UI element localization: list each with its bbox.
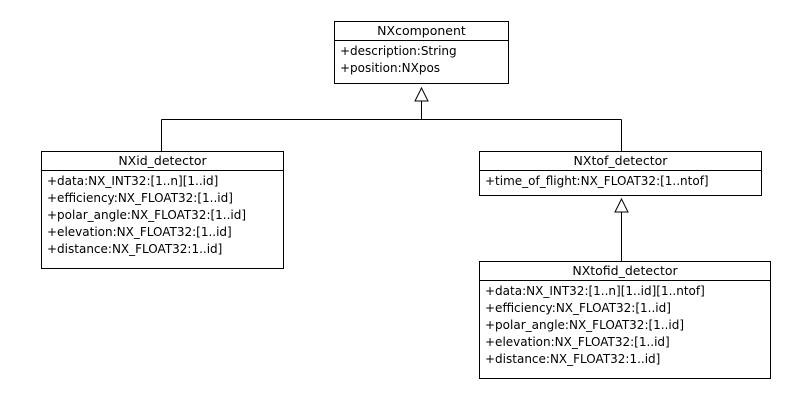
attribute: +efficiency:NX_FLOAT32:[1..id] [485,301,671,315]
attribute-list: +description:String +position:NXpos [335,41,508,77]
class-nxid-detector: NXid_detector +data:NX_INT32:[1..n][1..i… [41,151,284,269]
attribute: +position:NXpos [340,61,441,75]
attribute: +efficiency:NX_FLOAT32:[1..id] [47,191,233,205]
attribute-list: +data:NX_INT32:[1..n][1..id] +efficiency… [42,171,283,258]
attribute: +time_of_flight:NX_FLOAT32:[1..ntof] [485,174,709,188]
class-name: NXid_detector [42,152,283,171]
class-nxtof-detector: NXtof_detector +time_of_flight:NX_FLOAT3… [479,151,762,196]
attribute: +distance:NX_FLOAT32:1..id] [485,352,661,366]
class-name: NXtofid_detector [480,262,770,281]
class-nxcomponent: NXcomponent +description:String +positio… [334,21,509,84]
attribute-list: +data:NX_INT32:[1..n][1..id][1..ntof] +e… [480,281,770,368]
attribute: +data:NX_INT32:[1..n][1..id][1..ntof] [485,284,705,298]
class-nxtofid-detector: NXtofid_detector +data:NX_INT32:[1..n][1… [479,261,771,379]
attribute: +data:NX_INT32:[1..n][1..id] [47,174,219,188]
generalization-arrowhead-nxcomponent [414,86,429,102]
class-name: NXcomponent [335,22,508,41]
attribute: +distance:NX_FLOAT32:1..id] [47,242,223,256]
attribute: +polar_angle:NX_FLOAT32:[1..id] [47,208,247,222]
attribute: +description:String [340,44,457,58]
attribute: +elevation:NX_FLOAT32:[1..id] [485,335,670,349]
attribute: +elevation:NX_FLOAT32:[1..id] [47,225,232,239]
class-name: NXtof_detector [480,152,761,171]
attribute-list: +time_of_flight:NX_FLOAT32:[1..ntof] [480,171,761,190]
attribute: +polar_angle:NX_FLOAT32:[1..id] [485,318,685,332]
generalization-arrowhead-nxtof [614,197,629,213]
